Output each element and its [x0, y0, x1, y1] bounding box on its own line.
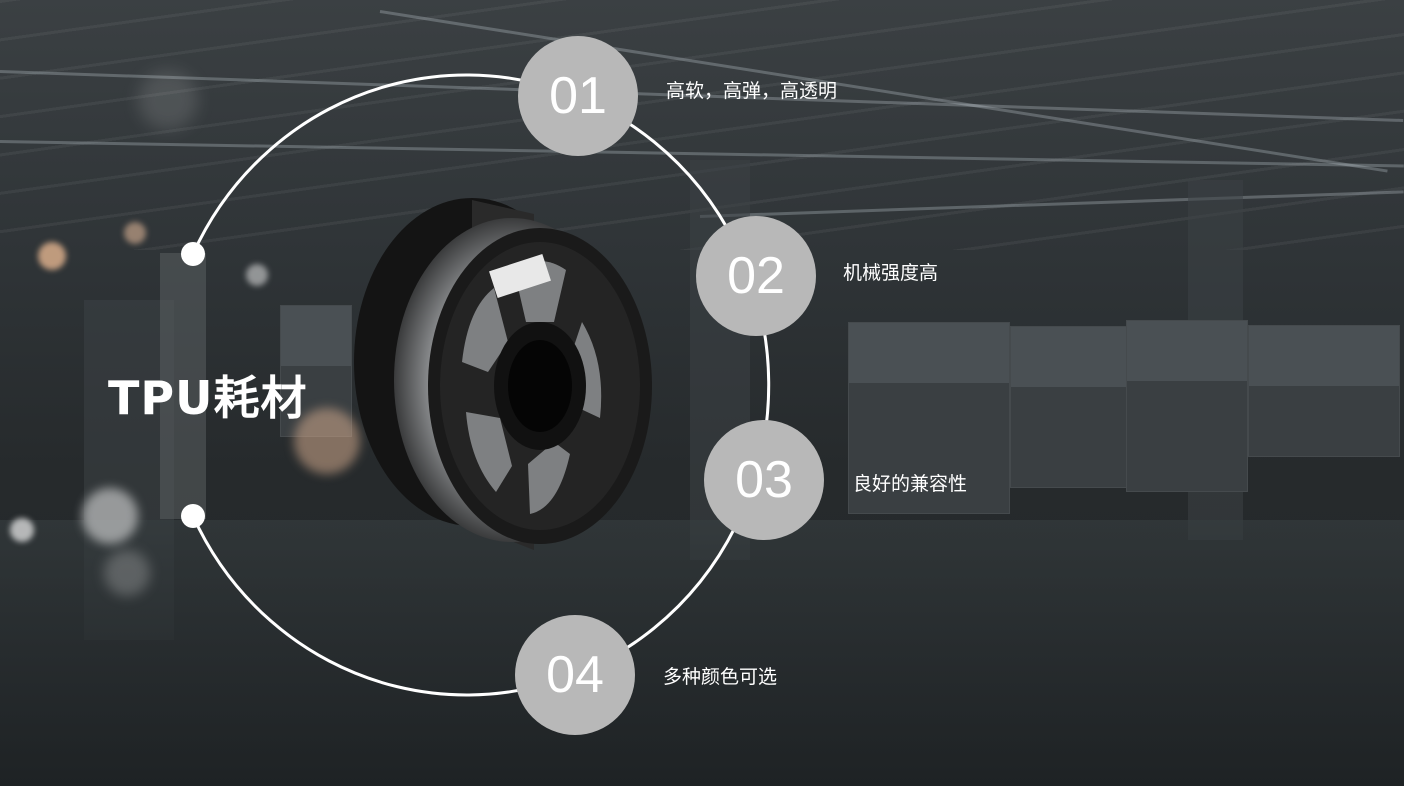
- slide-title: TPU耗材: [108, 371, 308, 425]
- arc-start-dot: [181, 242, 205, 266]
- title-accent-bar: [160, 253, 206, 519]
- bokeh-light: [82, 488, 138, 544]
- filament-spool-image: [354, 198, 652, 550]
- feature-badge-01: 01: [518, 36, 638, 156]
- bokeh-light: [294, 408, 360, 474]
- machine: [848, 322, 1010, 514]
- feature-badge-02: 02: [696, 216, 816, 336]
- feature-text-03: 良好的兼容性: [853, 473, 968, 495]
- bokeh-light: [10, 518, 34, 542]
- floor: [0, 520, 1404, 786]
- bokeh-light: [138, 70, 198, 130]
- feature-badge-04: 04: [515, 615, 635, 735]
- feature-text-02: 机械强度高: [843, 262, 939, 284]
- arc-end-dot: [181, 504, 205, 528]
- spool-label: [489, 254, 551, 298]
- feature-text-04: 多种颜色可选: [663, 666, 778, 688]
- bokeh-light: [104, 550, 150, 596]
- machine: [1248, 325, 1400, 457]
- bokeh-light: [246, 264, 268, 286]
- feature-badge-03: 03: [704, 420, 824, 540]
- feature-text-01: 高软，高弹，高透明: [666, 80, 838, 102]
- machine: [1126, 320, 1248, 492]
- bokeh-light: [124, 222, 146, 244]
- bokeh-light: [38, 242, 66, 270]
